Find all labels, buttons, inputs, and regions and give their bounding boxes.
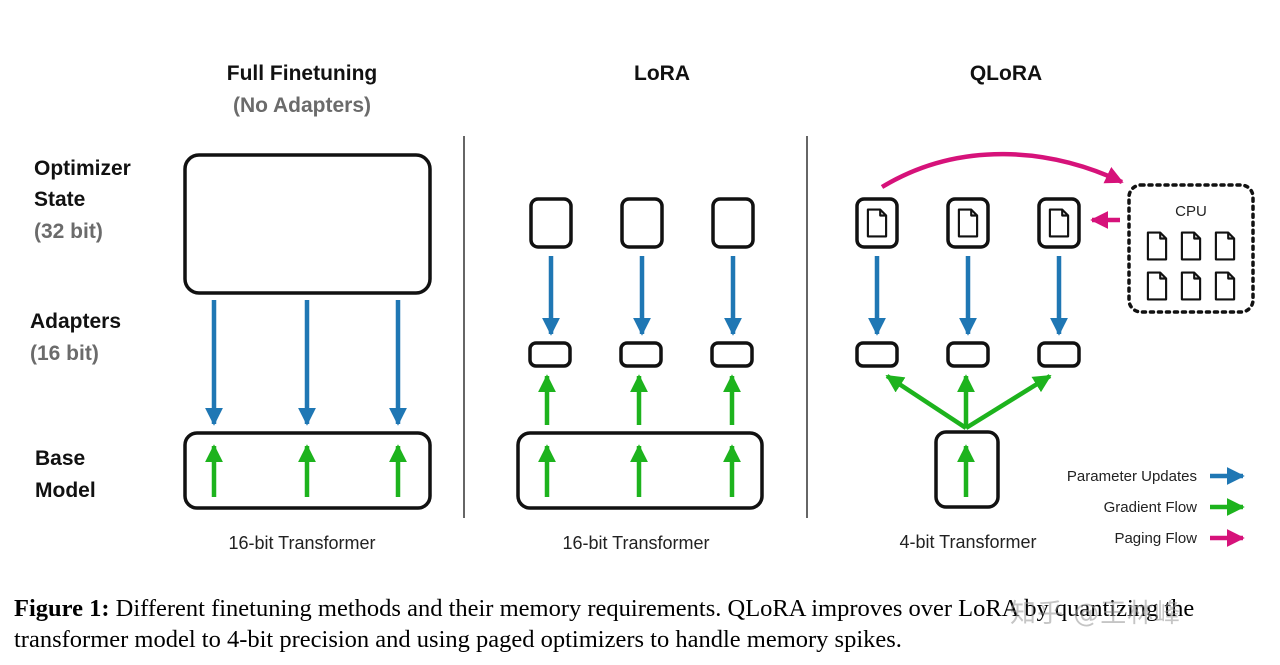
legend: Parameter Updates Gradient Flow Paging F…: [1067, 467, 1245, 547]
cpu-page-icon-6: [1214, 271, 1236, 301]
cpu-box: [1127, 183, 1255, 314]
full-finetuning-title: Full Finetuning: [227, 62, 377, 85]
lora-base-model-box: [516, 431, 764, 510]
full-base-model-box: [183, 431, 432, 510]
row-label-adapters-line1: Adapters: [30, 310, 121, 333]
full-gradient-arrows: [205, 444, 407, 497]
qlora-base-model-box: [934, 430, 1000, 509]
cpu-label: CPU: [1175, 203, 1207, 220]
qlora-footer-label: 4-bit Transformer: [899, 532, 1036, 552]
qlora-adapter-box-3: [1037, 341, 1081, 368]
legend-label-parameter-updates: Parameter Updates: [1067, 468, 1197, 485]
full-optimizer-state-box: [183, 153, 432, 295]
figure-caption-text: Different finetuning methods and their m…: [14, 595, 1195, 653]
paging-arrow-to-cpu: [880, 151, 1124, 189]
qlora-adapter-grad-arrow-1: [885, 374, 968, 430]
cpu-page-icon-4: [1146, 271, 1168, 301]
lora-optimizer-box-3: [711, 197, 755, 249]
qlora-optimizer-box-2: [946, 197, 990, 249]
qlora-gradient-arrows: [885, 374, 1052, 497]
lora-title: LoRA: [634, 62, 690, 85]
qlora-parameter-update-arrows: [868, 256, 1068, 336]
row-label-optimizer-line1: Optimizer: [34, 157, 131, 180]
lora-adapter-box-1: [528, 341, 572, 368]
full-finetuning-subtitle: (No Adapters): [233, 94, 371, 117]
legend-label-paging-flow: Paging Flow: [1114, 530, 1197, 547]
qlora-page-icon-2: [957, 208, 979, 238]
full-footer-label: 16-bit Transformer: [228, 533, 375, 553]
cpu-page-icon-2: [1180, 231, 1202, 261]
lora-optimizer-box-1: [529, 197, 573, 249]
qlora-optimizer-box-3: [1037, 197, 1081, 249]
qlora-optimizer-box-1: [855, 197, 899, 249]
lora-parameter-update-arrows: [542, 256, 742, 336]
lora-optimizer-box-2: [620, 197, 664, 249]
qlora-adapter-box-1: [855, 341, 899, 368]
full-parameter-update-arrows: [205, 300, 407, 426]
qlora-title: QLoRA: [970, 62, 1042, 85]
qlora-adapter-grad-arrow-3: [964, 374, 1052, 430]
qlora-adapter-box-2: [946, 341, 990, 368]
lora-adapter-box-3: [710, 341, 754, 368]
legend-label-gradient-flow: Gradient Flow: [1104, 499, 1198, 516]
lora-adapter-box-2: [619, 341, 663, 368]
row-label-optimizer-line3: (32 bit): [34, 220, 103, 243]
cpu-page-icon-3: [1214, 231, 1236, 261]
row-label-optimizer-line2: State: [34, 188, 85, 211]
figure-caption-label: Figure 1:: [14, 595, 110, 622]
row-label-base-line2: Model: [35, 479, 96, 502]
figure-caption: Figure 1: Different finetuning methods a…: [14, 593, 1274, 655]
lora-footer-label: 16-bit Transformer: [562, 533, 709, 553]
qlora-page-icon-3: [1048, 208, 1070, 238]
cpu-page-icon-5: [1180, 271, 1202, 301]
lora-gradient-arrows: [538, 374, 741, 497]
cpu-page-icons: [1146, 231, 1236, 301]
cpu-page-icon-1: [1146, 231, 1168, 261]
row-label-base-line1: Base: [35, 447, 85, 470]
qlora-page-icon-1: [866, 208, 888, 238]
watermark: 知乎 @王林峰: [1010, 599, 1182, 629]
row-label-adapters-line2: (16 bit): [30, 342, 99, 365]
